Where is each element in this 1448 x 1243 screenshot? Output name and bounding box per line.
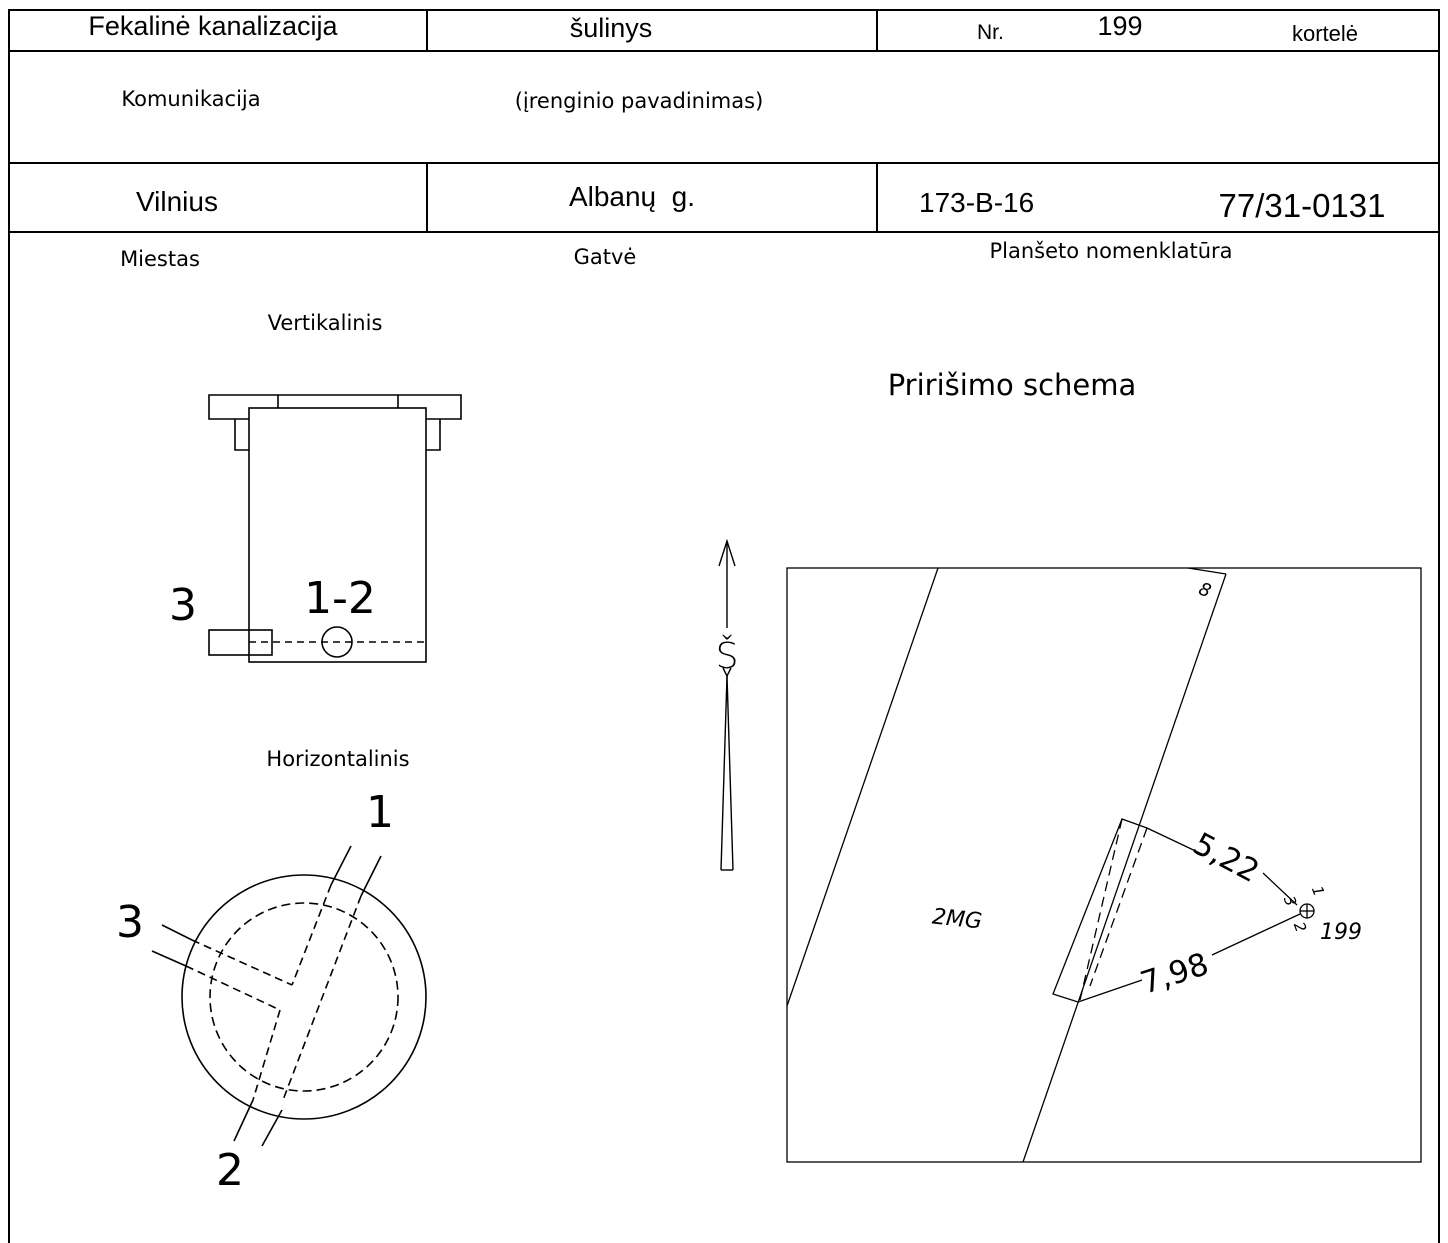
north-arrow-label: Š	[716, 635, 739, 677]
vertical-pipe-label-center: 1-2	[304, 573, 376, 624]
device-value: šulinys	[570, 13, 653, 43]
device-label: (įrenginio pavadinimas)	[515, 89, 764, 113]
tie-scheme-frame	[786, 567, 1422, 1163]
vertical-pipe-label-left: 3	[169, 580, 197, 631]
horizontal-pipe-1-label: 1	[366, 787, 394, 838]
well-pipe-1-label: 1	[1308, 883, 1328, 898]
card-number: 199	[1097, 11, 1142, 41]
north-arrow-icon	[718, 538, 736, 871]
location-table	[8, 162, 1440, 233]
well-pipe-3-label: 3	[1280, 893, 1300, 908]
horizontal-pipe-3-label: 3	[116, 897, 144, 948]
well-pipe-2-label: 2	[1290, 919, 1310, 934]
sheet-code: 173-B-16	[919, 187, 1034, 218]
horizontal-section-title: Horizontalinis	[266, 747, 409, 771]
vertical-section-title: Vertikalinis	[268, 311, 383, 335]
horizontal-pipe-2-label: 2	[216, 1145, 244, 1196]
communication-value: Fekalinė kanalizacija	[88, 11, 338, 41]
vertical-section-drawing	[208, 394, 462, 663]
sheet-label: Planšeto nomenklatūra	[989, 239, 1232, 263]
header-table	[8, 9, 1440, 1243]
horizontal-section-drawing	[151, 845, 427, 1147]
tie-scheme-title: Pririšimo schema	[888, 368, 1137, 402]
tie-distance-2: 7,98	[1136, 946, 1213, 1002]
building-label: 2MG	[931, 904, 983, 934]
card-label: kortelė	[1292, 21, 1358, 46]
city-label: Miestas	[120, 247, 200, 271]
street-value: Albanų g.	[569, 181, 695, 212]
street-label: Gatvė	[574, 245, 637, 269]
tie-distance-1: 5,22	[1187, 826, 1265, 890]
city-value: Vilnius	[136, 186, 218, 217]
sheet-number: 77/31-0131	[1219, 187, 1386, 224]
number-prefix: Nr.	[977, 21, 1004, 44]
communication-label: Komunikacija	[121, 87, 260, 111]
well-number-label: 199	[1320, 920, 1362, 945]
building-number: 8	[1196, 579, 1214, 603]
